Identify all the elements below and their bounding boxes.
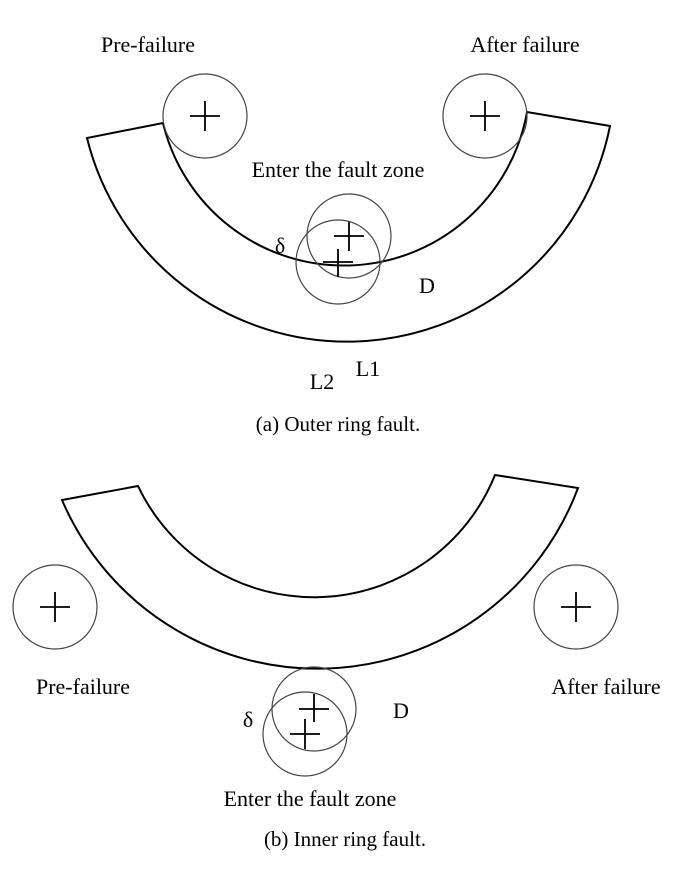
- after-failure-circle: [442, 73, 528, 159]
- pre-failure-circle-b: [12, 564, 98, 650]
- label-after-failure-a: After failure: [470, 32, 579, 57]
- fault-zone-balls-b: [262, 666, 357, 777]
- label-d-a: D: [419, 273, 435, 298]
- label-enter-fault-zone-a: Enter the fault zone: [252, 157, 425, 182]
- caption-inner-ring-fault: (b) Inner ring fault.: [264, 827, 426, 851]
- outer-ring-shape: [85, 110, 612, 343]
- inner-ring-shape: [60, 473, 580, 670]
- label-delta-b: δ: [243, 707, 253, 732]
- label-after-failure-b: After failure: [551, 674, 660, 699]
- label-pre-failure-b: Pre-failure: [36, 674, 130, 699]
- label-l2: L2: [310, 369, 334, 394]
- pre-failure-ball: [162, 73, 248, 159]
- caption-outer-ring-fault: (a) Outer ring fault.: [256, 412, 420, 436]
- label-l1: L1: [356, 356, 380, 381]
- pre-failure-circle: [162, 73, 248, 159]
- fault-ball-upper-circle-b: [271, 666, 357, 752]
- pre-failure-ball-b: [12, 564, 98, 650]
- label-delta-a: δ: [275, 233, 285, 258]
- after-failure-ball-b: [533, 564, 619, 650]
- fault-zone-balls: [295, 193, 392, 305]
- panel-outer-ring-fault: Pre-failure After failure Enter the faul…: [85, 32, 612, 436]
- fault-ball-upper-circle: [306, 193, 392, 279]
- panel-inner-ring-fault: Pre-failure After failure δ D Enter the …: [12, 473, 661, 851]
- label-d-b: D: [393, 698, 409, 723]
- after-failure-circle-b: [533, 564, 619, 650]
- after-failure-ball: [442, 73, 528, 159]
- fault-ball-lower-circle-b: [262, 691, 348, 777]
- fault-ball-lower-circle: [295, 219, 381, 305]
- label-pre-failure-a: Pre-failure: [101, 32, 195, 57]
- label-enter-fault-zone-b: Enter the fault zone: [224, 786, 397, 811]
